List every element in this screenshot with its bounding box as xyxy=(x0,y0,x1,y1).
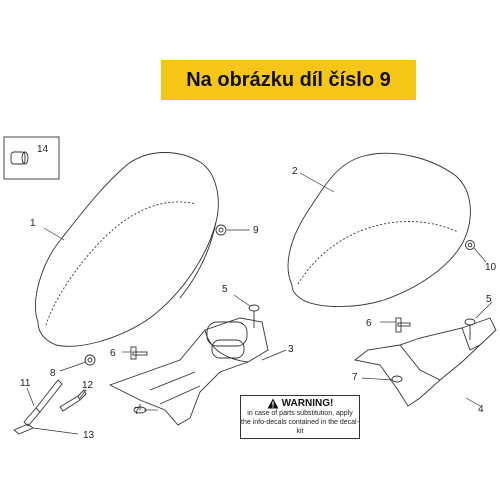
warning-line-2: the info-decals contained in the decal-k… xyxy=(241,419,359,435)
warning-line-1: in case of parts substitution, apply xyxy=(247,410,353,417)
callout-11: 11 xyxy=(20,378,31,389)
highlight-banner: Na obrázku díl číslo 9 xyxy=(161,60,416,100)
callout-10: 10 xyxy=(485,262,497,273)
callout-14: 14 xyxy=(37,144,49,155)
callout-3: 3 xyxy=(288,344,294,355)
callout-6-right: 6 xyxy=(366,318,372,329)
callout-7-left: 7 xyxy=(134,406,140,417)
callout-7-right: 7 xyxy=(352,372,358,383)
left-seat xyxy=(35,152,219,347)
callout-8: 8 xyxy=(50,368,56,379)
callout-2: 2 xyxy=(292,166,298,177)
callout-5-right: 5 xyxy=(486,294,492,305)
warning-box: WARNING! in case of parts substitution, … xyxy=(240,395,360,439)
nut-part-10 xyxy=(465,240,475,250)
washer-part-7-right xyxy=(391,375,403,383)
warning-triangle-icon xyxy=(267,398,279,409)
callout-5-left: 5 xyxy=(222,284,228,295)
nut-part-9 xyxy=(215,224,227,236)
leader-lines xyxy=(26,172,493,435)
right-carrier xyxy=(353,317,497,407)
bolt-part-6-right xyxy=(395,317,411,333)
part-14-box: 14 xyxy=(3,136,60,180)
warning-title: WARNING! xyxy=(281,398,334,409)
tool-part-12 xyxy=(59,389,87,412)
callout-13: 13 xyxy=(83,430,95,441)
callout-9: 9 xyxy=(253,225,259,236)
callout-1: 1 xyxy=(30,218,36,229)
bolt-part-6-left xyxy=(130,346,148,360)
right-seat xyxy=(287,152,471,307)
callout-4: 4 xyxy=(478,404,484,415)
tool-part-13 xyxy=(13,423,34,435)
warning-title-row: WARNING! xyxy=(241,398,359,409)
nut-part-8 xyxy=(84,354,96,366)
bolt-part-5-left xyxy=(248,304,260,328)
callout-6-left: 6 xyxy=(110,348,116,359)
callout-12: 12 xyxy=(82,380,94,391)
bolt-part-5-right xyxy=(464,318,476,340)
banner-text: Na obrázku díl číslo 9 xyxy=(186,68,391,91)
left-carrier xyxy=(108,317,269,426)
sleeve-part-14 xyxy=(10,151,29,165)
